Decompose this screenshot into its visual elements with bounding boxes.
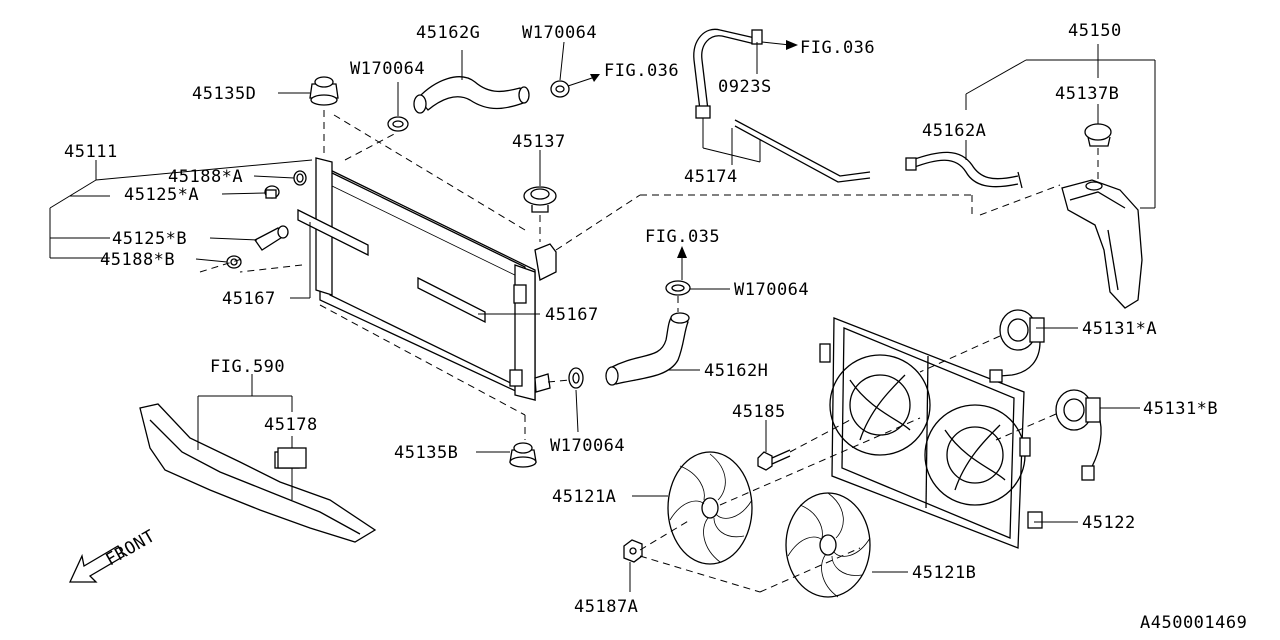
label-W170064-right: W170064	[734, 280, 809, 300]
label-0923S: 0923S	[718, 77, 772, 97]
label-45162G: 45162G	[416, 23, 480, 43]
label-45188A: 45188*A	[168, 167, 243, 187]
drain-45125B	[254, 225, 289, 251]
label-45111: 45111	[64, 142, 118, 162]
label-45188B: 45188*B	[100, 250, 175, 270]
label-45131A: 45131*A	[1082, 319, 1157, 339]
radiator-drawing	[297, 157, 557, 402]
cap-45137	[523, 186, 557, 213]
label-45121B: 45121B	[912, 563, 976, 583]
label-45162A: 45162A	[922, 121, 986, 141]
label-FIG035: FIG.035	[645, 227, 720, 247]
fan-motor-45131B	[1055, 389, 1102, 481]
reference-dashes	[199, 110, 1099, 593]
air-guide-drawing	[139, 403, 377, 543]
label-45150: 45150	[1068, 21, 1122, 41]
part-labels: 45162G W170064 W170064 FIG.036 FIG.036 0…	[64, 21, 1247, 633]
oring-45188B	[226, 255, 242, 269]
label-W170064-bottom: W170064	[550, 436, 625, 456]
label-45125B: 45125*B	[112, 229, 187, 249]
plug-45125A	[264, 185, 280, 199]
label-45185: 45185	[732, 402, 786, 422]
label-45167-mid: 45167	[545, 305, 599, 325]
nut-45187A	[623, 539, 643, 563]
label-W170064-top-mid: W170064	[522, 23, 597, 43]
label-45135D: 45135D	[192, 84, 256, 104]
label-45121A: 45121A	[552, 487, 616, 507]
oring-45188A	[293, 170, 307, 186]
label-FIG590: FIG.590	[210, 357, 285, 377]
bolt-45185	[757, 449, 791, 471]
label-FIG036-a: FIG.036	[604, 61, 679, 81]
overflow-hose-drawing	[693, 28, 1023, 189]
fan-45121B	[785, 492, 871, 598]
fan-shroud-drawing	[819, 317, 1043, 549]
diagram-code: A450001469	[1140, 613, 1247, 633]
label-45162H: 45162H	[704, 361, 768, 381]
fan-motor-45131A	[989, 309, 1045, 383]
reservoir-tank-drawing	[1061, 179, 1143, 309]
label-45137: 45137	[512, 132, 566, 152]
leader-lines	[49, 40, 1156, 592]
cap-45135D	[309, 76, 339, 106]
label-45187A: 45187A	[574, 597, 638, 617]
lower-hose-drawing	[568, 280, 691, 389]
label-45122: 45122	[1082, 513, 1136, 533]
label-45174: 45174	[684, 167, 738, 187]
label-45137B: 45137B	[1055, 84, 1119, 104]
label-45167-left: 45167	[222, 289, 276, 309]
label-W170064-top-left: W170064	[350, 59, 425, 79]
upper-hose-drawing	[387, 76, 570, 132]
front-arrow	[68, 545, 125, 583]
label-FIG036-b: FIG.036	[800, 38, 875, 58]
label-45131B: 45131*B	[1143, 399, 1218, 419]
cap-45135B	[509, 442, 537, 468]
label-45135B: 45135B	[394, 443, 458, 463]
label-45178: 45178	[264, 415, 318, 435]
cap-45137B	[1084, 123, 1112, 147]
label-front: FRONT	[103, 526, 159, 570]
fan-45121A	[667, 451, 753, 565]
label-45125A: 45125*A	[124, 185, 199, 205]
